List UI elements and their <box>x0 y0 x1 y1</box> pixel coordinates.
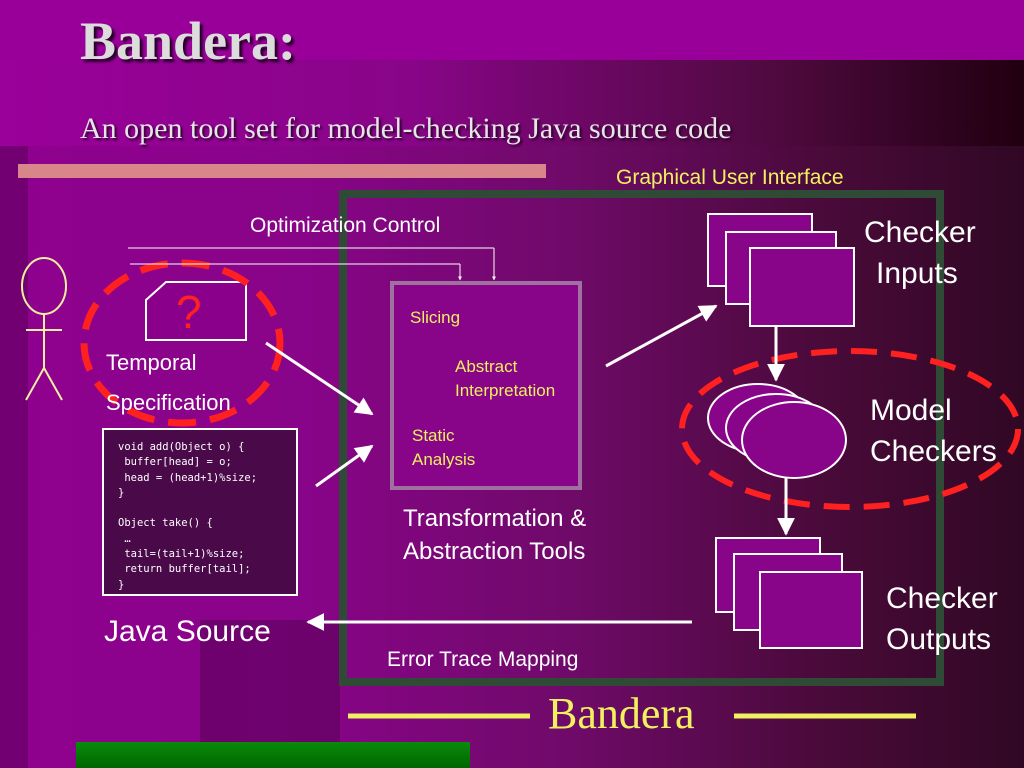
code-line: buffer[head] = o; <box>118 456 232 469</box>
model-checkers-highlight-ellipse <box>679 348 1021 510</box>
code-listing: void add(Object o) { buffer[head] = o; h… <box>118 440 257 593</box>
tool-step-analysis: Analysis <box>412 450 476 469</box>
specification-label: Specification <box>106 390 231 415</box>
code-line: tail=(tail+1)%size; <box>118 548 245 561</box>
model-checkers-label-line2: Checkers <box>870 435 997 468</box>
tools-to-inputs-arrow <box>605 304 718 368</box>
transformation-label-line1: Transformation & <box>403 505 587 532</box>
tool-step-slicing: Slicing <box>410 308 461 327</box>
tool-step-static: Static <box>412 426 455 445</box>
optimization-control-label: Optimization Control <box>250 214 441 237</box>
transformation-label-line2: Abstraction Tools <box>403 538 586 565</box>
transformation-tools-box <box>390 281 582 490</box>
code-line: Object take() { <box>118 517 213 530</box>
temporal-label: Temporal <box>106 350 197 375</box>
green-footer-bar <box>76 742 470 768</box>
source-to-tools-arrow <box>315 444 374 488</box>
code-line: void add(Object o) { <box>118 441 245 453</box>
page-subtitle: An open tool set for model-checking Java… <box>80 112 732 145</box>
checker-inputs-label-line1: Checker <box>864 216 976 249</box>
code-line: } <box>118 578 125 591</box>
checker-inputs-label-line2: Inputs <box>876 257 958 290</box>
code-line: head = (head+1)%size; <box>118 471 258 484</box>
background-top <box>0 0 1024 60</box>
checker-outputs-label-line2: Outputs <box>886 623 992 656</box>
error-trace-label: Error Trace Mapping <box>387 648 579 671</box>
model-checkers-label-line1: Model <box>870 394 952 427</box>
java-source-label: Java Source <box>104 615 271 648</box>
checker-outputs-label-line1: Checker <box>886 582 998 615</box>
background-band <box>0 60 1024 146</box>
user-figure-icon <box>21 257 67 401</box>
code-line: … <box>118 532 131 545</box>
code-line <box>118 501 257 516</box>
java-source-code-box: void add(Object o) { buffer[head] = o; h… <box>102 428 298 596</box>
code-line: } <box>118 486 125 499</box>
tool-step-interpretation: Interpretation <box>455 381 556 400</box>
tool-step-abstract: Abstract <box>455 357 518 376</box>
question-mark: ? <box>176 286 202 338</box>
background-strip <box>0 146 28 768</box>
title-rule <box>18 164 546 178</box>
gui-label: Graphical User Interface <box>616 166 844 189</box>
gui-frame <box>339 190 944 686</box>
spec-card-icon <box>145 281 247 341</box>
bandera-label: Bandera <box>548 689 695 738</box>
code-line: return buffer[tail]; <box>118 563 251 576</box>
page-title: Bandera: <box>80 11 296 71</box>
checker-inputs-stack-icon <box>707 213 855 327</box>
checker-outputs-stack-icon <box>715 537 863 649</box>
spec-highlight-ellipse <box>80 259 284 427</box>
spec-to-tools-arrow <box>265 341 374 416</box>
model-checkers-stack-icon <box>707 383 847 479</box>
